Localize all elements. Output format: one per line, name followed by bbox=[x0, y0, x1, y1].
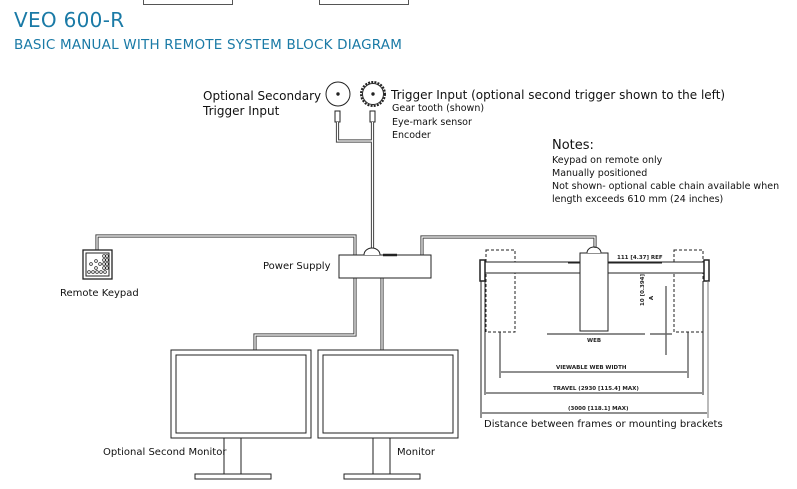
power-supply-box bbox=[338, 254, 432, 279]
note-item: Keypad on remote only bbox=[552, 155, 663, 166]
gear-tooth-trigger-icon bbox=[360, 81, 386, 107]
monitor-icon bbox=[317, 349, 459, 480]
travel-label: TRAVEL (2930 [115.4] MAX) bbox=[553, 386, 639, 392]
trigger-input-label: Trigger Input (optional second trigger s… bbox=[391, 88, 726, 102]
power-supply-label: Power Supply bbox=[263, 261, 331, 272]
trigger-sensor-icon bbox=[369, 110, 376, 123]
second-monitor-label: Optional Second Monitor bbox=[103, 447, 227, 458]
secondary-trigger-wheel-icon bbox=[325, 81, 351, 107]
vertical-dimension-marker: A bbox=[649, 295, 656, 301]
notes-heading: Notes: bbox=[552, 138, 594, 153]
trigger-option: Eye-mark sensor bbox=[392, 117, 472, 128]
clipped-box-left bbox=[143, 0, 233, 5]
secondary-trigger-label-line2: Trigger Input bbox=[203, 104, 280, 118]
note-item: length exceeds 610 mm (24 inches) bbox=[552, 194, 724, 205]
trigger-option: Encoder bbox=[392, 130, 431, 141]
note-item: Not shown- optional cable chain availabl… bbox=[552, 181, 780, 192]
second-monitor-icon bbox=[170, 349, 312, 480]
remote-keypad-label: Remote Keypad bbox=[60, 288, 139, 299]
secondary-sensor-icon bbox=[334, 110, 341, 123]
distance-caption: Distance between frames or mounting brac… bbox=[484, 419, 723, 430]
page-title: VEO 600-R bbox=[14, 8, 125, 32]
web-label: WEB bbox=[587, 338, 602, 344]
note-item: Manually positioned bbox=[552, 168, 648, 179]
trigger-option: Gear tooth (shown) bbox=[392, 103, 485, 114]
remote-keypad-icon bbox=[82, 249, 113, 280]
total-distance-label: (3000 [118.1] MAX) bbox=[568, 406, 629, 412]
viewable-width-label: VIEWABLE WEB WIDTH bbox=[556, 365, 627, 371]
clipped-box-right bbox=[319, 0, 409, 5]
secondary-trigger-label-line1: Optional Secondary bbox=[203, 89, 322, 103]
web-frame-drawing bbox=[479, 246, 710, 418]
ref-dimension: 111 [4.37] REF bbox=[617, 255, 663, 261]
vertical-dimension: 10 [0.394] bbox=[640, 274, 646, 306]
monitor-label: Monitor bbox=[397, 447, 436, 458]
page-subtitle: BASIC MANUAL WITH REMOTE SYSTEM BLOCK DI… bbox=[14, 37, 403, 53]
